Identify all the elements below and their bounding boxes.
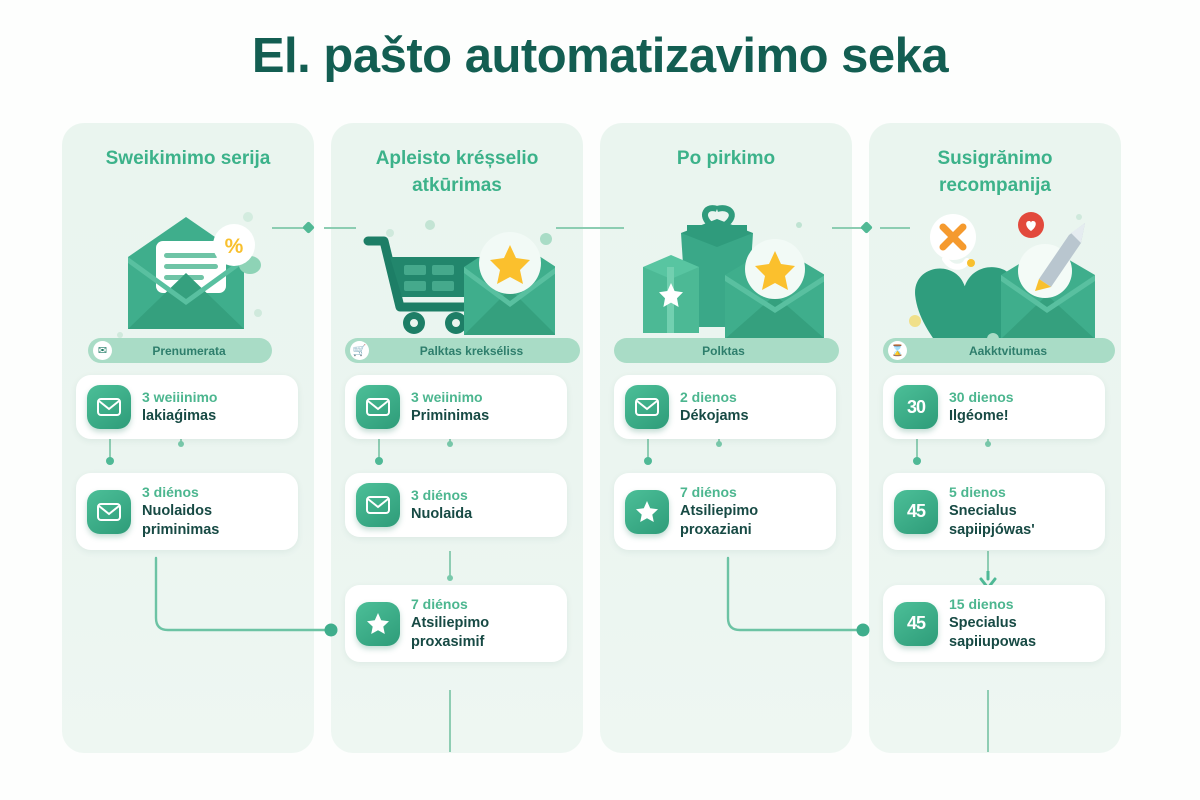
step-name: Atsiliepimo proxasimif — [411, 615, 490, 650]
step-name: Nuolaidos priminimas — [142, 503, 220, 538]
connector-dot — [375, 457, 383, 465]
connector-dot — [985, 441, 991, 447]
inactive-icon: ⌛ — [888, 341, 907, 360]
step-delay: 15 dienos — [949, 596, 1014, 612]
step-connector — [987, 690, 989, 752]
step-card[interactable]: 45 5 dienos Snecialus sapiipjówas' — [883, 473, 1105, 550]
envelope-icon — [87, 489, 131, 534]
step-name: Ilgéome! — [949, 408, 1009, 424]
connector-dot — [644, 457, 652, 465]
flow-column-welcome: Sweikimimo serija % — [62, 123, 314, 753]
step-connector — [987, 551, 989, 576]
star-icon — [356, 601, 400, 646]
step-delay: 3 diénos — [411, 487, 468, 503]
step-delay: 7 diénos — [411, 596, 468, 612]
trigger-pill[interactable]: Polktas — [614, 338, 839, 363]
connector-dot — [716, 441, 722, 447]
connector-dot — [178, 441, 184, 447]
badge-number: 45 — [906, 501, 926, 521]
step-name: lakiaǵimas — [142, 408, 217, 424]
number-badge: 45 — [894, 601, 938, 646]
step-card[interactable]: 3 weiinimo Priminimas — [345, 375, 567, 439]
column-connector — [596, 227, 624, 229]
step-delay: 7 diénos — [680, 484, 737, 500]
step-connector — [449, 690, 451, 752]
step-delay: 3 weiinimo — [411, 389, 483, 405]
trigger-pill[interactable]: 🛒 Palktas krekséliss — [345, 338, 580, 363]
column-connector — [556, 227, 596, 229]
step-connector — [378, 423, 380, 460]
trigger-label: Polktas — [702, 343, 745, 358]
step-card[interactable]: 30 30 dienos Ilgéome! — [883, 375, 1105, 439]
number-badge: 30 — [894, 385, 938, 429]
number-badge: 45 — [894, 489, 938, 534]
cart-envelope-star-illustration — [331, 203, 583, 363]
envelope-message-percent-illustration: % — [62, 203, 314, 363]
step-delay: 3 weiiinimo — [142, 389, 218, 405]
envelope-icon — [625, 385, 669, 429]
svg-text:%: % — [225, 235, 244, 258]
step-card[interactable]: 3 diénos Nuolaida — [345, 473, 567, 537]
cart-icon: 🛒 — [350, 341, 369, 360]
trigger-pill[interactable]: ⌛ Aakktvitumas — [883, 338, 1115, 363]
connector-dot — [913, 457, 921, 465]
step-name: Priminimas — [411, 408, 490, 424]
column-connector — [832, 227, 866, 229]
badge-number: 30 — [906, 396, 926, 417]
trigger-label: Prenumerata — [152, 343, 226, 358]
step-card[interactable]: 7 diénos Atsiliepimo proxaziani — [614, 473, 836, 550]
connector-dot — [447, 575, 453, 581]
column-heading: Susigrănimo recompanija — [937, 148, 1053, 196]
column-heading: Apleisto kréșselio atkūrimas — [375, 148, 539, 196]
column-heading: Sweikimimo serija — [105, 148, 271, 169]
step-card[interactable]: 3 diénos Nuolaidos priminimas — [76, 473, 298, 550]
trigger-label: Aakktvitumas — [968, 343, 1048, 358]
step-delay: 30 dienos — [949, 389, 1014, 405]
flow-columns: Sweikimimo serija % — [62, 123, 1142, 753]
step-card[interactable]: 7 diénos Atsiliepimo proxasimif — [345, 585, 567, 662]
flow-column-abandoned-cart: Apleisto kréșselio atkūrimas — [331, 123, 583, 753]
step-name: Atsiliepimo proxaziani — [680, 503, 759, 538]
step-name: Nuolaida — [411, 506, 473, 522]
step-connector — [449, 551, 451, 578]
step-card[interactable]: 2 dienos Dékojams — [614, 375, 836, 439]
column-connector — [324, 227, 356, 229]
step-name: Dékojams — [680, 408, 749, 424]
trigger-pill[interactable]: ✉ Prenumerata — [88, 338, 272, 363]
step-name: Specialus sapiiupowas — [949, 615, 1037, 650]
step-name: Snecialus sapiipjówas' — [949, 503, 1035, 538]
gift-boxes-envelope-star-illustration — [600, 203, 852, 363]
flow-column-post-purchase: Po pirkimo — [600, 123, 852, 753]
step-card[interactable]: 3 weiiinimo lakiaǵimas — [76, 375, 298, 439]
step-delay: 3 diénos — [142, 484, 199, 500]
step-card[interactable]: 45 15 dienos Specialus sapiiupowas — [883, 585, 1105, 662]
badge-number: 45 — [906, 613, 926, 633]
column-connector — [880, 227, 910, 229]
step-delay: 2 dienos — [680, 389, 737, 405]
subscribe-icon: ✉ — [93, 341, 112, 360]
column-connector — [272, 227, 308, 229]
connector-dot — [447, 441, 453, 447]
page-title: El. pašto automatizavimo seka — [251, 29, 949, 83]
step-delay: 5 dienos — [949, 484, 1006, 500]
step-connector — [647, 423, 649, 460]
envelope-icon — [87, 385, 131, 429]
envelope-icon — [356, 483, 400, 527]
heart-envelope-pen-illustration — [869, 203, 1121, 363]
column-heading: Po pirkimo — [676, 148, 776, 169]
envelope-icon — [356, 385, 400, 429]
trigger-label: Palktas krekséliss — [419, 343, 524, 358]
connector-dot — [106, 457, 114, 465]
flow-column-winback: Susigrănimo recompanija — [869, 123, 1121, 753]
star-icon — [625, 489, 669, 534]
step-connector — [916, 423, 918, 460]
step-connector — [109, 423, 111, 460]
